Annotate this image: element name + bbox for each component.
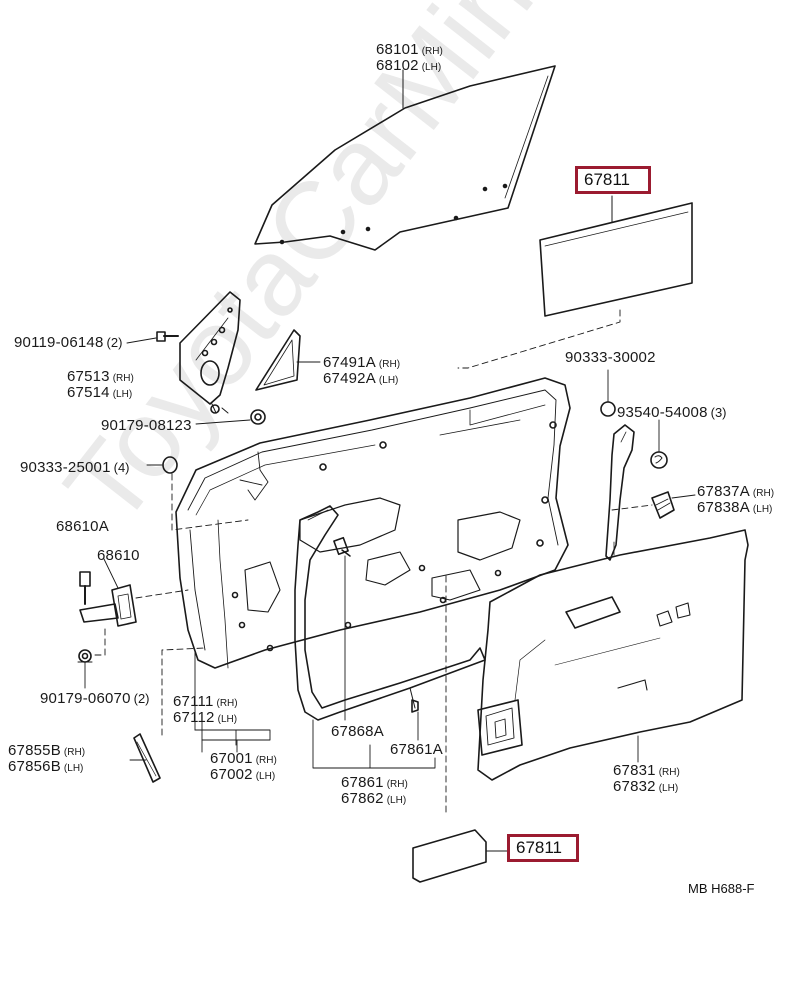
- sheet-67811-bottom: [412, 574, 509, 883]
- label-90179-08123: 90179-08123: [101, 417, 192, 434]
- diagram-code: MB H688-F: [688, 881, 755, 896]
- door-glass: [254, 65, 556, 251]
- label-67838a: 67838A(LH): [697, 499, 773, 516]
- label-67861a: 67861A: [390, 741, 443, 758]
- label-67855b: 67855B(RH): [8, 742, 86, 759]
- sheet-67811-top: [457, 195, 693, 369]
- handle-cover: [611, 491, 696, 519]
- label-67831: 67831(RH): [613, 762, 680, 779]
- label-90333-25001: 90333-25001(4): [20, 459, 130, 476]
- strip-67855b: [129, 647, 206, 783]
- label-67513: 67513(RH): [67, 368, 134, 385]
- clip-93540: [650, 419, 668, 469]
- label-67856b: 67856B(LH): [8, 758, 84, 775]
- label-67492a: 67492A(LH): [323, 370, 399, 387]
- label-67491a: 67491A(RH): [323, 354, 401, 371]
- label-67837a: 67837A(RH): [697, 483, 775, 500]
- rear-channel-strip: [605, 424, 635, 561]
- grommet-90333-25001: [146, 456, 249, 531]
- corner-cover: [255, 329, 321, 391]
- door-trim-panel: [477, 529, 749, 781]
- label-68610a: 68610A: [56, 518, 109, 535]
- grommet-90333-30002: [600, 369, 616, 417]
- label-67862: 67862(LH): [341, 790, 407, 807]
- label-67868a: 67868A: [331, 723, 384, 740]
- label-67832: 67832(LH): [613, 778, 679, 795]
- label-67002: 67002(LH): [210, 766, 276, 783]
- door-shell: [175, 377, 571, 669]
- leader-lines: [194, 649, 436, 769]
- label-68101: 68101(RH): [376, 41, 443, 58]
- label-90333-30002: 90333-30002: [565, 349, 656, 366]
- label-68610: 68610: [97, 547, 140, 564]
- label-90179-06070: 90179-06070(2): [40, 690, 150, 707]
- bolt-90119: [126, 331, 179, 344]
- label-90119-06148: 90119-06148(2): [14, 334, 123, 351]
- label-67111: 67111(RH): [173, 693, 238, 710]
- label-68102: 68102(LH): [376, 57, 442, 74]
- label-67001: 67001(RH): [210, 750, 277, 767]
- label-67861: 67861(RH): [341, 774, 408, 791]
- mirror-bracket: [179, 291, 241, 405]
- label-67112: 67112(LH): [173, 709, 238, 726]
- part-67811-bottom-highlight[interactable]: 67811: [507, 834, 579, 862]
- nut-90179-08123: [195, 403, 266, 425]
- weatherstrip: [294, 505, 486, 741]
- part-67811-top-highlight[interactable]: 67811: [575, 166, 651, 194]
- label-67514: 67514(LH): [67, 384, 133, 401]
- label-93540-54008: 93540-54008(3): [617, 404, 727, 421]
- door-hinge: [77, 558, 189, 689]
